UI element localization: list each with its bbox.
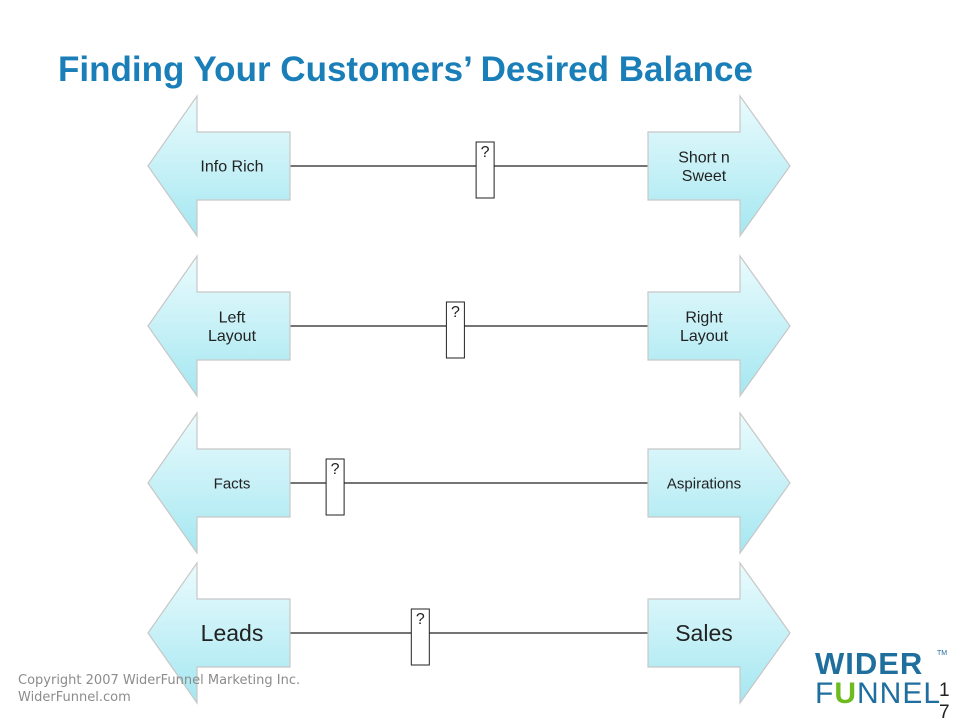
balance-marker — [410, 608, 430, 666]
balance-marker — [325, 458, 345, 516]
balance-row: Leads Sales? — [147, 561, 791, 705]
left-arrow-shape — [147, 411, 291, 555]
copyright-notice: Copyright 2007 WiderFunnel Marketing Inc… — [18, 672, 300, 706]
right-arrow-label-line: Right — [685, 309, 723, 326]
balance-marker-label: ? — [331, 461, 340, 478]
left-arrow-label-line: Left — [219, 309, 246, 326]
left-arrow-label-line: Layout — [208, 328, 257, 345]
widerfunnel-logo: WIDER TM FUNNEL — [815, 646, 948, 718]
balance-marker — [475, 141, 495, 199]
right-arrow-label: Aspirations — [667, 475, 741, 492]
right-arrow-label: Sales — [675, 620, 733, 646]
balance-marker-label: ? — [451, 304, 460, 321]
right-arrow-shape — [647, 94, 791, 238]
funnel-swirl-icon: U — [834, 677, 857, 710]
left-arrow-label-line: Info Rich — [200, 159, 263, 176]
left-arrow-shape — [147, 94, 291, 238]
balance-marker-label: ? — [416, 611, 425, 628]
right-arrow-label-line: Sweet — [682, 168, 727, 185]
left-arrow-label: Facts — [214, 475, 251, 492]
copyright-line: Copyright 2007 WiderFunnel Marketing Inc… — [18, 673, 301, 688]
left-arrow-label-line: Facts — [214, 475, 251, 492]
left-arrow-shape — [147, 561, 291, 705]
right-arrow-label-line: Short n — [678, 149, 730, 166]
right-arrow-label-line: Sales — [675, 620, 733, 646]
logo-funnel-rest: NNEL — [857, 677, 942, 710]
balance-marker-label: ? — [481, 144, 490, 161]
balance-row: Facts Aspirations? — [147, 411, 791, 555]
page-number: 17 — [939, 680, 950, 723]
right-arrow-label: Short n Sweet — [678, 149, 730, 184]
left-arrow-shape — [147, 254, 291, 398]
slide-title: Finding Your Customers’ Desired Balance — [58, 50, 753, 89]
right-arrow-label-line: Aspirations — [667, 475, 741, 492]
right-arrow-shape — [647, 411, 791, 555]
balance-marker — [445, 301, 465, 359]
right-arrow-shape — [647, 254, 791, 398]
logo-funnel-f: F — [815, 677, 835, 710]
logo-funnel-text: FUNNEL — [815, 678, 941, 710]
left-arrow-label: Info Rich — [200, 159, 263, 176]
left-arrow-label-line: Leads — [201, 620, 264, 646]
logo-trademark: TM — [937, 650, 948, 657]
right-arrow-label-line: Layout — [680, 328, 729, 345]
website-line: WiderFunnel.com — [18, 690, 131, 705]
right-arrow-shape — [647, 561, 791, 705]
left-arrow-label: Leads — [201, 620, 264, 646]
logo-wider-text: WIDER — [815, 646, 924, 681]
balance-row: Info Rich Short n Sweet? — [147, 94, 791, 238]
